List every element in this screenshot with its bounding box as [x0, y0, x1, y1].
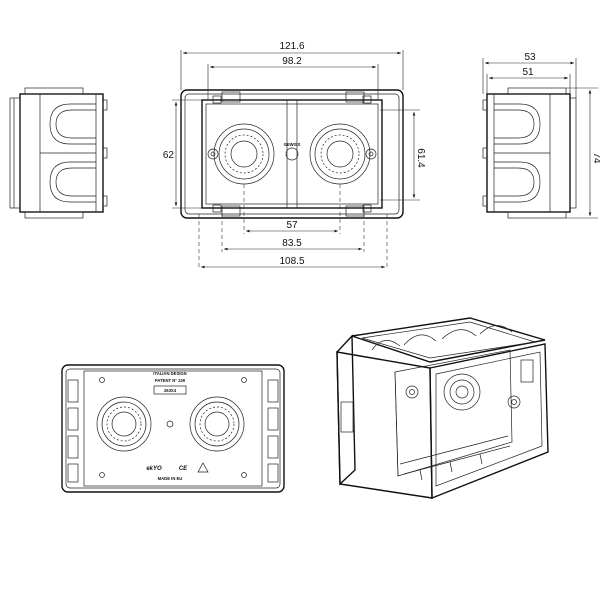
bottom-label-patent: PATENT N° 239 — [155, 378, 186, 383]
bottom-label-code: 263X4 — [164, 388, 177, 393]
front-dimensions: 121.6 98.2 62 61.4 57 83.5 108.5 — [163, 41, 426, 270]
left-side-view — [9, 87, 108, 219]
bottom-view: ITALIAN DESIGN PATENT N° 239 263X4 ekYO … — [61, 364, 285, 493]
dim-hole-spacing: 57 — [286, 220, 298, 231]
isometric-view — [336, 317, 549, 500]
dim-depth-inner: 51 — [522, 67, 534, 78]
dim-inner-width: 98.2 — [282, 56, 302, 67]
dim-inner-height: 61.4 — [415, 148, 426, 168]
bottom-ce-mark: CE — [179, 466, 188, 472]
dim-depth-overall: 53 — [524, 52, 536, 63]
dim-bottom-overall: 108.5 — [279, 256, 304, 267]
bottom-label-design: ITALIAN DESIGN — [153, 371, 186, 376]
warning-triangle-icon — [197, 462, 209, 473]
right-side-view — [482, 87, 577, 219]
front-view: GEWISS — [180, 89, 404, 219]
dim-bottom-inner: 83.5 — [282, 238, 302, 249]
dim-overall-width: 121.6 — [279, 41, 304, 52]
side-dimensions: 53 51 74 — [482, 52, 600, 219]
bottom-brand-logo: ekYO — [146, 466, 162, 472]
front-brand-label: GEWISS — [284, 142, 301, 147]
bottom-made-in: MADE IN EU — [158, 476, 183, 481]
dim-side-height: 74 — [591, 152, 600, 164]
dim-height: 62 — [163, 150, 175, 161]
